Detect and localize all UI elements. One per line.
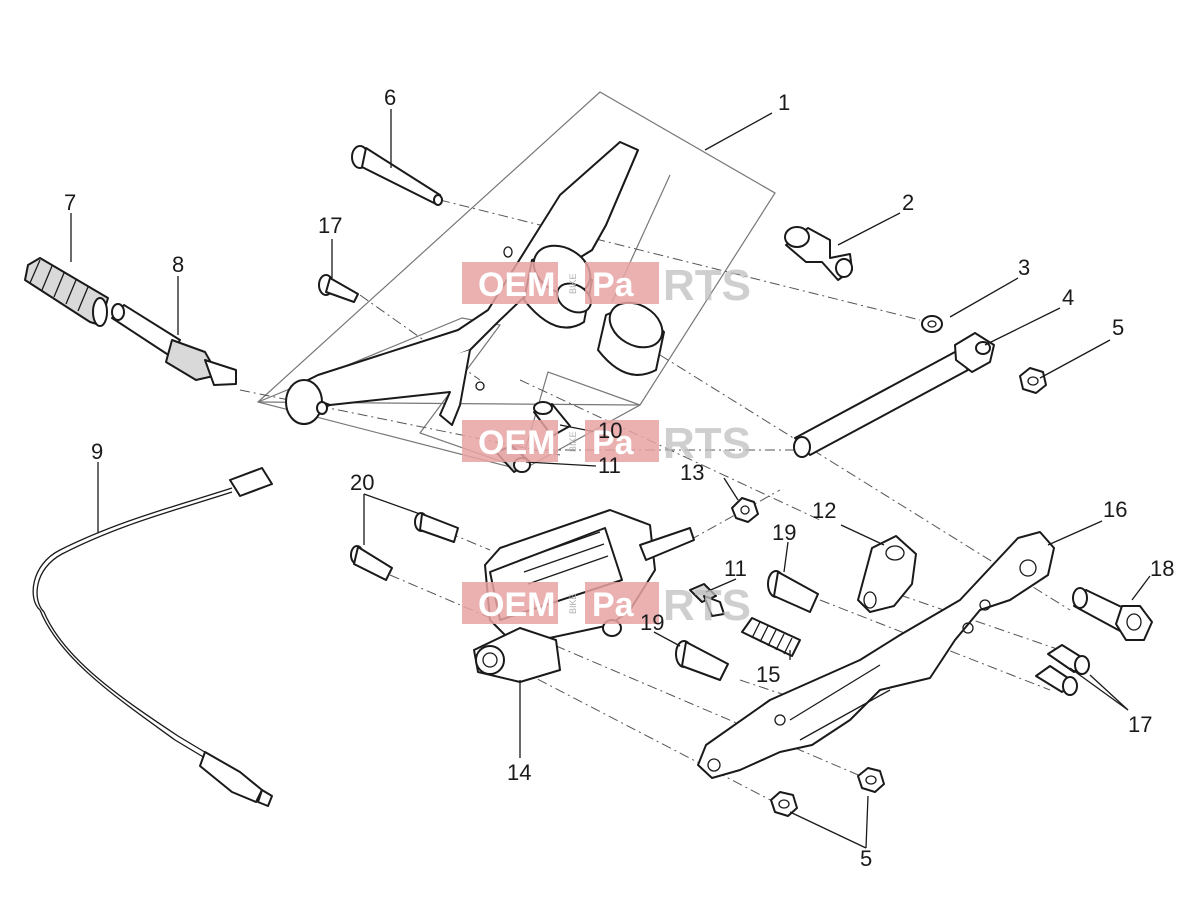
part-19-bolt-top [767, 570, 819, 613]
callout-labels: 1 2 3 4 5 5 6 7 8 9 10 11 11 12 13 14 15… [64, 85, 1174, 871]
part-6-clevis-pin [351, 145, 443, 206]
callout-15: 15 [756, 662, 780, 687]
svg-text:OEM: OEM [478, 424, 555, 462]
svg-text:BIKE: BIKE [568, 273, 578, 294]
callout-6: 6 [384, 85, 396, 110]
svg-text:Pa: Pa [592, 424, 635, 462]
part-17-screw-top [318, 274, 359, 303]
part-20-pin-top [414, 512, 459, 543]
callout-9: 9 [91, 439, 103, 464]
part-19-bolt-bottom [675, 640, 729, 681]
part-13-nut [731, 497, 759, 523]
callout-5-bottom: 5 [860, 846, 872, 871]
callout-13: 13 [680, 460, 704, 485]
callout-8: 8 [172, 252, 184, 277]
callout-2: 2 [902, 190, 914, 215]
svg-text:OEM: OEM [478, 586, 555, 624]
watermark-top: OEM BIKE Pa RTS [462, 261, 751, 310]
callout-18: 18 [1150, 556, 1174, 581]
svg-text:BIKE: BIKE [568, 593, 578, 614]
callout-12: 12 [812, 498, 836, 523]
part-5-nut-top [1019, 367, 1047, 394]
svg-text:RTS: RTS [663, 419, 751, 468]
svg-text:OEM: OEM [478, 266, 555, 304]
callout-19-top: 19 [772, 520, 796, 545]
part-12-clamp [857, 535, 917, 613]
part-15-spring [741, 617, 801, 657]
watermark-bottom: OEM BIKE Pa RTS [462, 581, 751, 630]
watermark-middle: OEM BIKE Pa RTS [462, 419, 751, 468]
callout-5-top: 5 [1112, 315, 1124, 340]
callout-7: 7 [64, 190, 76, 215]
part-2-spacer [784, 226, 853, 281]
callout-17-bottom: 17 [1128, 712, 1152, 737]
part-17-screw-right-a [1047, 644, 1090, 675]
callout-11-bottom: 11 [724, 556, 747, 581]
svg-text:RTS: RTS [663, 581, 751, 630]
callout-10: 10 [598, 418, 622, 443]
part-7-rubber-grip [24, 257, 109, 327]
part-1-bushings [523, 244, 665, 376]
part-9-stoplight-switch [32, 467, 273, 807]
part-17-screw-right-b [1035, 665, 1078, 696]
svg-text:Pa: Pa [592, 586, 635, 624]
callout-4: 4 [1062, 285, 1074, 310]
callout-17-top: 17 [318, 213, 342, 238]
callout-1: 1 [778, 90, 790, 115]
part-5-nut-right [857, 767, 885, 793]
part-8-peg-stud [111, 303, 237, 386]
part-5-nut-left [770, 791, 798, 817]
part-3-washer [921, 315, 943, 333]
callout-3: 3 [1018, 255, 1030, 280]
svg-text:Pa: Pa [592, 266, 635, 304]
callout-20: 20 [350, 470, 374, 495]
part-18-flange-bolt [1072, 587, 1153, 641]
part-20-pin-bottom [350, 545, 393, 581]
callout-14: 14 [507, 760, 531, 785]
svg-text:BIKE: BIKE [568, 431, 578, 452]
svg-text:RTS: RTS [663, 261, 751, 310]
callout-16: 16 [1103, 497, 1127, 522]
callout-19-bottom: 19 [640, 610, 664, 635]
part-4-push-rod [793, 332, 995, 458]
part-11-fitting-bottom [689, 583, 725, 617]
part-16-footrest-plate [697, 531, 1055, 779]
callout-11-top: 11 [598, 453, 621, 478]
